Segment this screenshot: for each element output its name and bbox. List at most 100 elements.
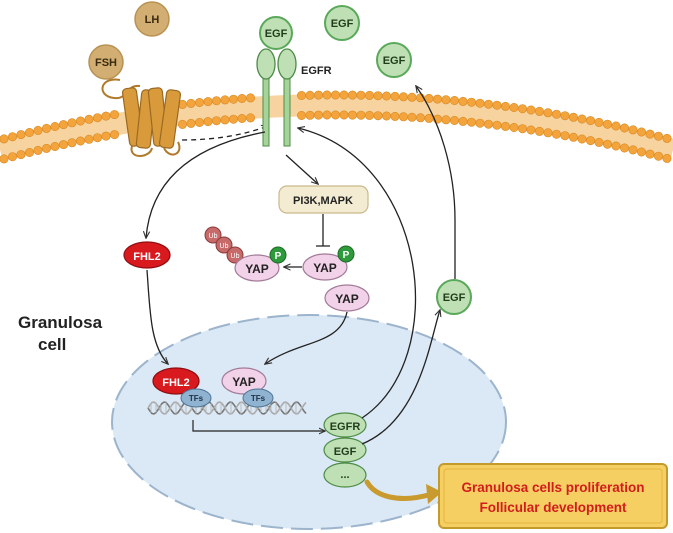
yap-to-nucleus-arrow (265, 311, 348, 364)
lipid-head (568, 132, 578, 142)
lipid-head (76, 136, 86, 146)
lipid-head (16, 150, 26, 160)
lipid-head (50, 122, 60, 132)
lipid-head (441, 115, 451, 125)
yap-free-label: YAP (335, 292, 359, 306)
fhl2-to-nucleus-arrow (146, 269, 168, 364)
lipid-head (110, 130, 120, 140)
lipid-head (551, 109, 561, 119)
lipid-head (93, 133, 103, 143)
lipid-head (41, 143, 51, 153)
lipid-head (407, 92, 417, 102)
lipid-head (237, 94, 247, 104)
lipid-head (16, 130, 26, 140)
granulosa-cell-title: Granulosa cell (18, 313, 107, 354)
lipid-head (203, 97, 213, 107)
granulosa-cell-line-1: Granulosa (18, 313, 103, 332)
lipid-head (483, 99, 493, 109)
lipid-head (449, 96, 459, 106)
lipid-head (356, 90, 366, 100)
lipid-head (212, 96, 222, 106)
outcome-arrowhead (426, 484, 442, 504)
lipid-head (560, 111, 570, 121)
lipid-head (101, 131, 111, 141)
lipid-head (0, 154, 9, 164)
lipid-head (458, 96, 468, 106)
lipid-head (8, 152, 17, 162)
outcome-box: Granulosa cells proliferation Follicular… (438, 463, 668, 529)
lipid-head (237, 114, 247, 124)
lipid-head (229, 94, 239, 104)
outcome-arrow (364, 479, 435, 501)
lipid-head (398, 112, 408, 122)
lipid-head (441, 95, 451, 105)
lipid-head (24, 148, 34, 158)
lipid-head (24, 128, 34, 138)
egfr-to-pathway-arrow (285, 154, 318, 184)
lipid-head (619, 143, 629, 153)
egfr-to-fhl2-arrow (146, 131, 266, 238)
lipid-head (492, 100, 502, 110)
lipid-head (41, 123, 51, 133)
lipid-head (594, 117, 604, 127)
lipid-head (602, 119, 612, 129)
gene-egf-label: EGF (334, 446, 357, 458)
fsh-label: FSH (95, 57, 117, 69)
lipid-head (296, 91, 306, 101)
ub-label-2: Ub (220, 243, 229, 250)
lipid-head (602, 139, 612, 149)
lipid-head (356, 110, 366, 120)
yap-nuclear: YAP (221, 367, 267, 395)
lipid-head (543, 128, 553, 138)
lipid-head (84, 114, 94, 124)
lipid-head (526, 105, 536, 115)
cell-membrane (0, 90, 673, 164)
egf-free-2: EGF (376, 42, 412, 78)
lipid-head (101, 111, 111, 121)
lipid-head (195, 98, 205, 108)
lipid-head (33, 145, 43, 155)
egf-secreted-label: EGF (443, 292, 466, 304)
phospho-label-2: P (275, 251, 282, 262)
gene-egf: EGF (323, 437, 367, 463)
lipid-head (475, 118, 485, 128)
lipid-head (492, 120, 502, 130)
transcription-arrow (192, 420, 325, 431)
egf-bound-label: EGF (265, 28, 288, 40)
lipid-head (611, 141, 621, 151)
lipid-head (509, 103, 519, 113)
lipid-head (662, 153, 672, 163)
lipid-head (347, 110, 357, 120)
lipid-head (93, 113, 103, 123)
lipid-head (322, 90, 332, 100)
lipid-head (534, 126, 544, 136)
lipid-head (517, 124, 527, 134)
gene-more: ... (323, 462, 367, 488)
lipid-head (339, 90, 349, 100)
granulosa-cell-line-2: cell (38, 335, 66, 354)
yap-free: YAP (324, 284, 370, 312)
lipid-head (76, 116, 86, 126)
ub-label-1: Ub (209, 233, 218, 240)
outcome-line-2: Follicular development (479, 500, 627, 515)
gene-more-label: ... (340, 469, 349, 481)
lipid-head (577, 134, 587, 144)
lipid-head (500, 121, 510, 131)
lipid-head (229, 114, 239, 124)
lipid-head (628, 145, 638, 155)
lipid-head (594, 137, 604, 147)
phospho-label-1: P (343, 250, 350, 261)
egf-secreted: EGF (436, 279, 472, 315)
egf-free-2-label: EGF (383, 55, 406, 67)
lipid-head (373, 91, 383, 101)
lipid-head (186, 118, 196, 128)
lipid-head (313, 110, 323, 120)
yap-nuclear-label: YAP (232, 375, 256, 389)
lipid-head (246, 113, 256, 123)
lipid-head (653, 131, 663, 141)
lipid-head (560, 131, 570, 141)
outcome-line-1: Granulosa cells proliferation (461, 480, 644, 495)
lipid-head (178, 119, 188, 129)
lipid-head (500, 101, 510, 111)
